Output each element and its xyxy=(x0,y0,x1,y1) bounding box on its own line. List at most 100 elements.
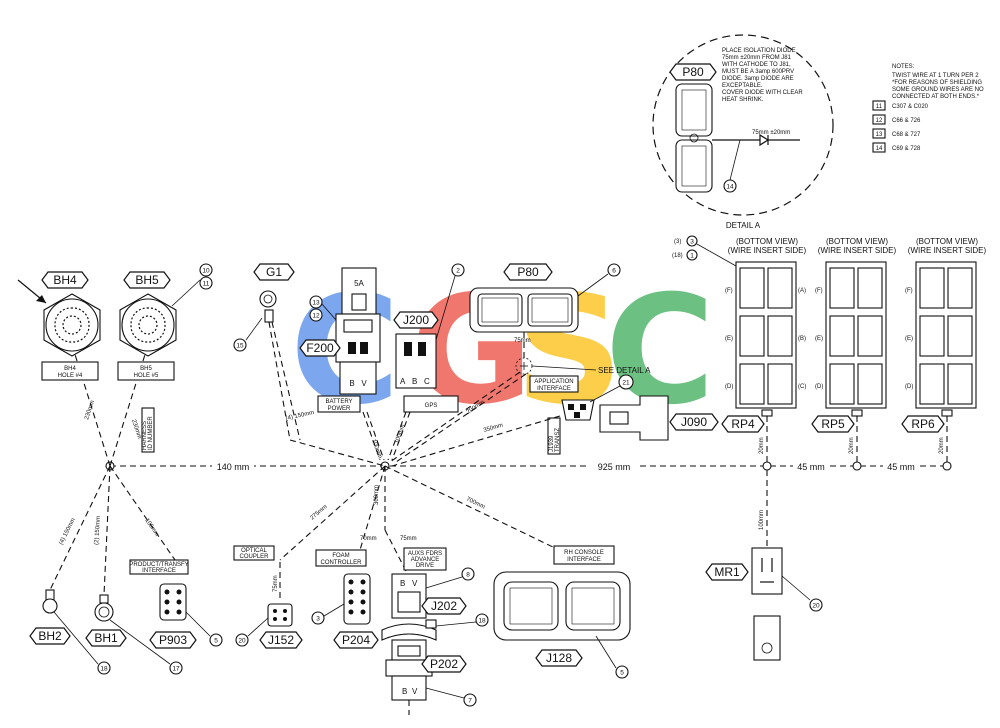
detail-ring xyxy=(689,133,699,143)
dim-rp6: 20mm xyxy=(939,437,945,454)
svg-text:V: V xyxy=(412,579,418,588)
svg-text:12: 12 xyxy=(876,118,883,124)
connector-p903: PRODUCT/TRANSFY INTERFACE P903 5 xyxy=(129,559,223,649)
relay-rp4: (BOTTOM VIEW) (WIRE INSERT SIDE) 3 (3) 1… xyxy=(672,235,807,462)
svg-text:18: 18 xyxy=(100,666,108,673)
callout-13 xyxy=(309,295,323,309)
svg-text:8: 8 xyxy=(466,572,470,579)
svg-text:J200: J200 xyxy=(403,313,429,327)
svg-text:HARNESS: HARNESS xyxy=(142,421,148,450)
svg-text:13: 13 xyxy=(876,132,883,138)
svg-text:MR1: MR1 xyxy=(714,565,740,579)
connector-f200: 5A B V F200 BATTERY POWER 13 12 100mm xyxy=(299,267,385,461)
notes: NOTES: TWIST WIRE AT 1 TURN PER 2 *FOR R… xyxy=(872,64,984,153)
dim-bh1: (2) 150mm xyxy=(94,516,102,545)
svg-text:INTERFACE: INTERFACE xyxy=(537,386,571,392)
svg-text:A: A xyxy=(400,377,406,386)
svg-text:BH5: BH5 xyxy=(140,366,152,372)
connector-mr1: 100mm MR1 20 xyxy=(705,470,823,661)
callout-1-rp xyxy=(686,249,698,261)
svg-text:(WIRE INSERT SIDE): (WIRE INSERT SIDE) xyxy=(818,246,897,255)
gps-label-box xyxy=(403,395,459,413)
j090-tag xyxy=(669,413,719,431)
svg-text:13: 13 xyxy=(312,300,320,307)
svg-text:5: 5 xyxy=(214,638,218,645)
svg-text:CONTROLLER: CONTROLLER xyxy=(320,560,362,566)
connector-p204: FOAM CONTROLLER P204 3 xyxy=(311,549,379,649)
notes-table: 11 C307 & C020 12 C66 & 726 13 C68 & 727… xyxy=(872,100,929,153)
svg-text:(E): (E) xyxy=(905,336,913,342)
mating-collar xyxy=(381,623,437,641)
svg-text:BH5: BH5 xyxy=(135,273,159,287)
callout-6 xyxy=(607,263,621,277)
svg-text:F200: F200 xyxy=(306,341,334,355)
svg-text:GPS: GPS xyxy=(425,403,438,409)
svg-text:2: 2 xyxy=(456,268,460,275)
callout-7 xyxy=(463,693,477,707)
svg-text:J202: J202 xyxy=(431,599,457,613)
relay-rp5: (BOTTOM VIEW) (WIRE INSERT SIDE) (F) (E)… xyxy=(811,237,897,462)
connector-j128: RH CONSOLE INTERFACE J128 5 xyxy=(493,545,631,679)
connector-j090: J090 xyxy=(599,395,719,441)
svg-text:FOAM: FOAM xyxy=(332,553,349,559)
svg-text:75mm ±20mm FROM J81: 75mm ±20mm FROM J81 xyxy=(722,55,792,61)
bh4-hole-label-box xyxy=(41,361,99,381)
svg-text:(3): (3) xyxy=(674,239,681,245)
connector-bh5: BH5 BH5 HOLE #5 10 11 xyxy=(117,263,213,381)
svg-text:(B): (B) xyxy=(798,336,806,342)
product-transfer-label-box xyxy=(129,559,189,575)
dim-bh5: 230mm xyxy=(130,419,142,440)
callout-12 xyxy=(309,308,323,322)
svg-text:C: C xyxy=(424,377,430,386)
bh5-hole-label-box xyxy=(117,361,175,381)
battery-power-label-box xyxy=(317,395,361,413)
dim-auxs: 75mm xyxy=(400,536,417,542)
svg-text:21: 21 xyxy=(622,380,630,387)
callout-3-rp xyxy=(686,235,698,247)
svg-text:P80: P80 xyxy=(517,265,539,279)
svg-text:(WIRE INSERT SIDE): (WIRE INSERT SIDE) xyxy=(908,246,987,255)
detail-p80-label: P80 xyxy=(682,65,704,79)
svg-text:20: 20 xyxy=(238,638,246,645)
connector-j202: AUXS FDRS ADVANCE DRIVE B V J202 8 18 xyxy=(381,547,489,641)
f200-tag xyxy=(299,339,341,357)
junction-rp4 xyxy=(762,461,772,471)
svg-text:(F): (F) xyxy=(905,288,913,294)
bh5-tag xyxy=(123,271,171,289)
left-branches: 230mm 230mm (4) 150mm (2) 150mm 100mm HA… xyxy=(49,344,176,596)
dim-j1939: 350mm xyxy=(483,423,504,434)
detail-p80-tag xyxy=(669,63,717,81)
callout-20-j152 xyxy=(235,633,249,647)
callout-18-j202 xyxy=(475,613,489,627)
dim-p903: 100mm xyxy=(143,518,159,538)
application-interface-label-box xyxy=(529,375,579,393)
svg-text:PRODUCT/TRANSFY: PRODUCT/TRANSFY xyxy=(129,562,188,568)
p903-tag xyxy=(149,631,197,649)
svg-text:APPLICATION: APPLICATION xyxy=(534,379,573,385)
callout-8 xyxy=(461,567,475,581)
dim-j152: 75mm xyxy=(273,575,279,592)
callout-10 xyxy=(199,263,213,277)
see-detail-a: SEE DETAIL A xyxy=(598,366,651,375)
svg-text:COUPLER: COUPLER xyxy=(239,554,269,560)
dim-bh2: (4) 150mm xyxy=(58,517,77,546)
svg-text:POWER: POWER xyxy=(328,406,351,412)
svg-text:TWIST WIRE AT 1 TURN PER 2: TWIST WIRE AT 1 TURN PER 2 xyxy=(892,73,979,79)
svg-text:12: 12 xyxy=(312,313,320,320)
svg-text:(WIRE INSERT SIDE): (WIRE INSERT SIDE) xyxy=(728,246,807,255)
callout-11 xyxy=(199,276,213,290)
j128-pins xyxy=(509,587,615,625)
svg-text:18: 18 xyxy=(478,618,486,625)
svg-text:14: 14 xyxy=(726,184,734,191)
dim-optical: 275mm xyxy=(309,504,328,521)
svg-text:WITH CATHODE TO J81,: WITH CATHODE TO J81, xyxy=(722,62,791,68)
svg-text:BH2: BH2 xyxy=(38,629,62,643)
diode-icon xyxy=(759,133,770,147)
svg-text:RH CONSOLE: RH CONSOLE xyxy=(564,550,604,556)
main-trunk: 140 mm 925 mm 45 mm 45 mm xyxy=(105,460,952,472)
detail-a: P80 75mm ±20mm 14 PLACE ISOLATION DIODE … xyxy=(652,34,834,230)
j152-tag xyxy=(259,631,303,649)
svg-text:HEAT SHRINK.: HEAT SHRINK. xyxy=(722,97,764,103)
svg-text:OPTICAL: OPTICAL xyxy=(241,548,267,554)
